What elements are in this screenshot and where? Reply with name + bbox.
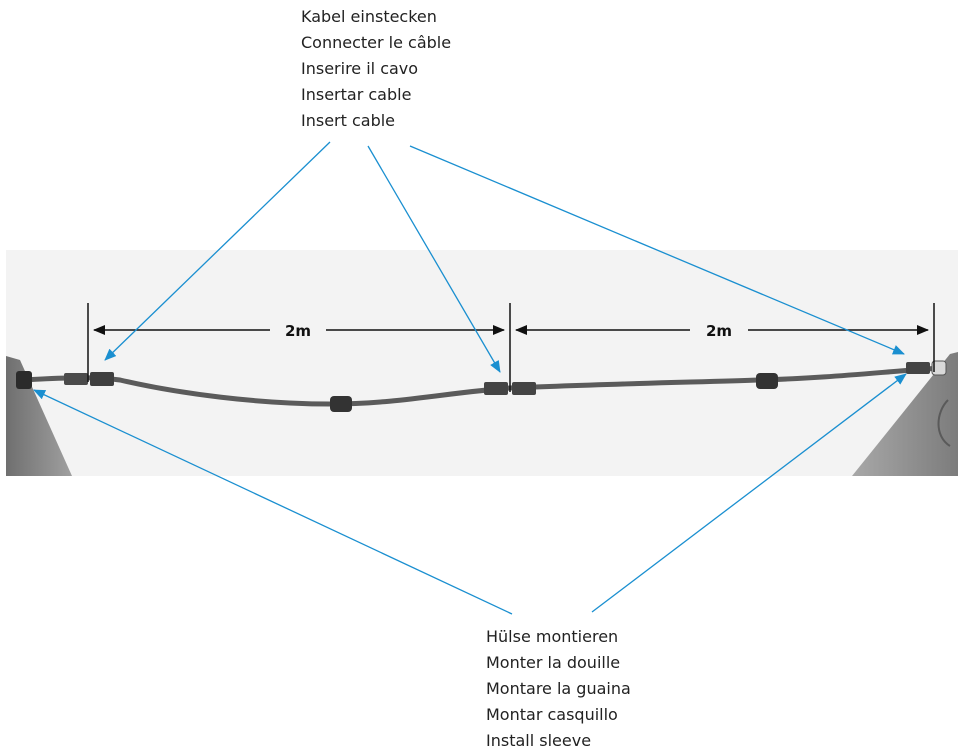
insert-cable-label-es: Insertar cable <box>301 85 412 104</box>
right-post-cable-loop <box>937 399 951 447</box>
leader-insert-cable-right <box>409 145 905 355</box>
install-sleeve-label-en: Install sleeve <box>486 731 592 750</box>
cable <box>19 365 943 407</box>
leader-insert-cable-left <box>104 141 331 361</box>
insert-cable-label: Kabel einstecken Connecter le câble Inse… <box>301 4 451 134</box>
leader-insert-cable-center <box>367 145 501 373</box>
install-sleeve-label-fr: Monter la douille <box>486 653 621 672</box>
dimension-label-right: 2m <box>706 322 732 340</box>
center-connector-a <box>484 382 508 395</box>
photo-background-band <box>6 250 958 476</box>
right-end-cap <box>931 360 947 376</box>
leader-install-sleeve-right <box>591 373 907 613</box>
center-connector-b <box>512 382 536 395</box>
install-sleeve-label: Hülse montieren Monter la douille Montar… <box>486 624 631 754</box>
insert-cable-label-de: Kabel einstecken <box>301 7 437 26</box>
middle-sleeve-right <box>756 373 778 389</box>
install-sleeve-label-de: Hülse montieren <box>486 627 619 646</box>
install-sleeve-label-es: Montar casquillo <box>486 705 618 724</box>
insert-cable-label-en: Insert cable <box>301 111 396 130</box>
insert-cable-label-it: Inserire il cavo <box>301 59 419 78</box>
dimension-label-left: 2m <box>285 322 311 340</box>
insert-cable-label-fr: Connecter le câble <box>301 33 452 52</box>
left-connector-a <box>64 373 88 385</box>
right-connector <box>906 362 930 374</box>
leader-install-sleeve-left <box>33 389 513 615</box>
right-post <box>852 352 958 476</box>
left-connector-b <box>90 372 114 386</box>
left-end-cap <box>16 371 32 389</box>
install-sleeve-label-it: Montare la guaina <box>486 679 631 698</box>
middle-sleeve-left <box>330 396 352 412</box>
